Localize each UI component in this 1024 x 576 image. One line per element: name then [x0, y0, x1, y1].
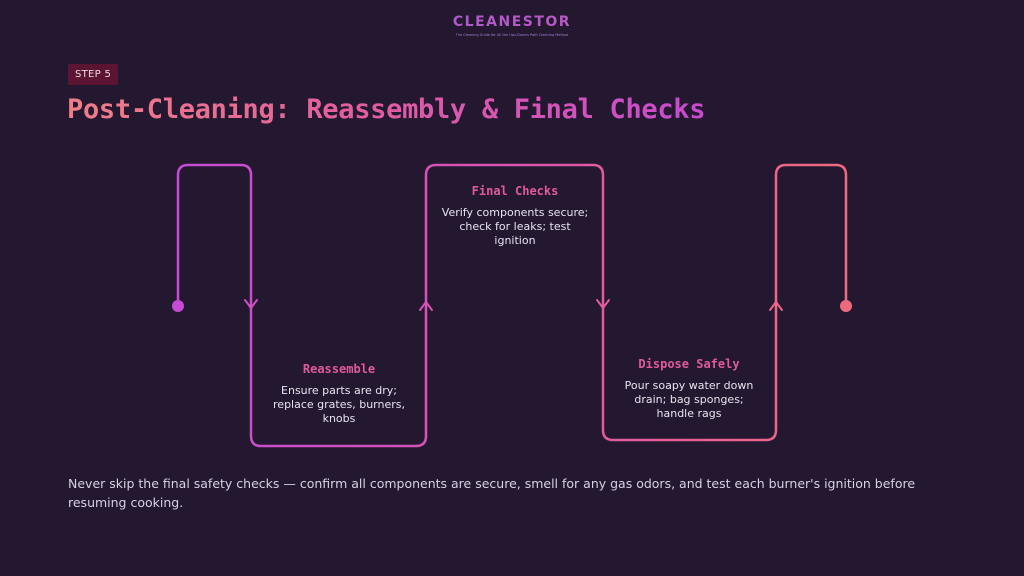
down-arrow-icon — [596, 299, 610, 309]
brand-name: CLEANESTOR — [0, 14, 1024, 30]
brand-tagline: The Cleaning Guide for All the Ups-Downs… — [455, 33, 569, 37]
up-arrow-icon — [769, 301, 783, 311]
brand-logo: CLEANESTOR The Cleaning Guide for All th… — [0, 14, 1024, 37]
step-description: Ensure parts are dry; replace grates, bu… — [273, 384, 405, 425]
step-card-dispose-safely: Dispose Safely Pour soapy water down dra… — [614, 357, 764, 421]
flow-path — [176, 163, 848, 448]
flow-start-dot — [172, 300, 184, 312]
step-title: Reassemble — [302, 362, 376, 376]
step-card-reassemble: Reassemble Ensure parts are dry; replace… — [264, 362, 414, 426]
safety-note: Never skip the final safety checks — con… — [68, 476, 916, 510]
step-title: Dispose Safely — [638, 357, 740, 371]
step-title: Final Checks — [471, 184, 559, 198]
up-arrow-icon — [419, 301, 433, 311]
flow-end-dot — [840, 300, 852, 312]
down-arrow-icon — [244, 299, 258, 309]
step-card-final-checks: Final Checks Verify components secure; c… — [440, 184, 590, 248]
step-description: Verify components secure; check for leak… — [441, 206, 589, 247]
step-badge: STEP 5 — [68, 64, 119, 85]
page-title: Post-Cleaning: Reassembly & Final Checks — [67, 94, 706, 125]
step-description: Pour soapy water down drain; bag sponges… — [624, 379, 754, 420]
